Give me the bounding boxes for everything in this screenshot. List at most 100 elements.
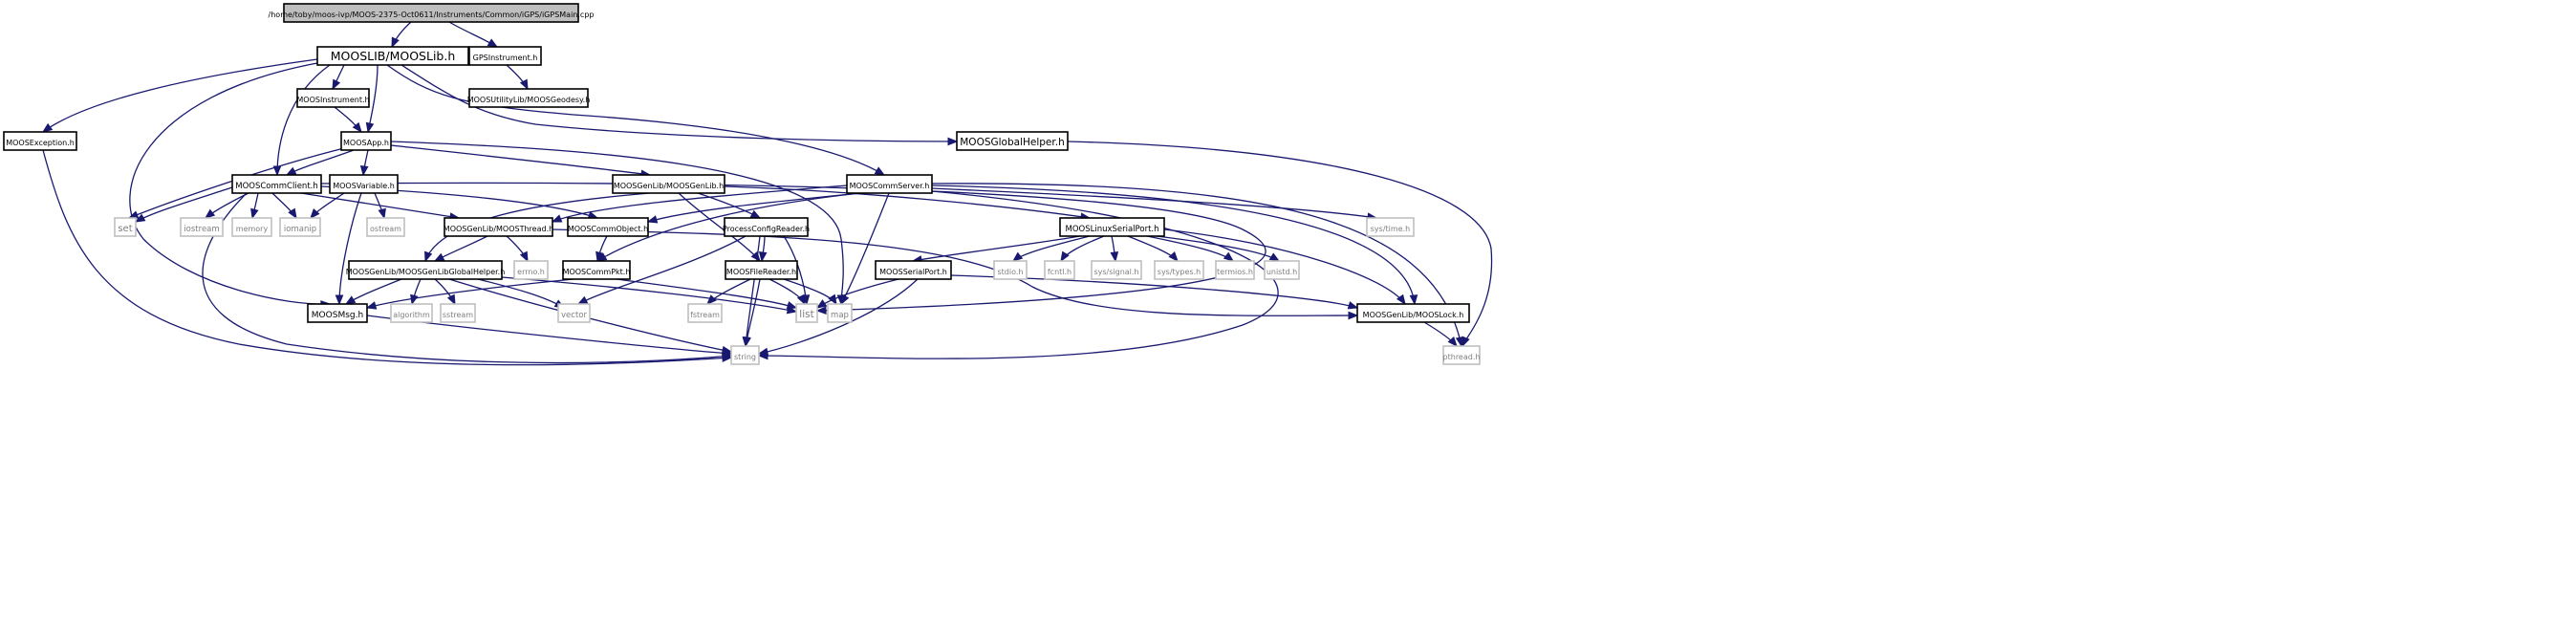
- node-unistd: unistd.h: [1264, 260, 1300, 280]
- node-box-mooscommobject: [567, 217, 649, 237]
- arrowhead-moosthread: [551, 214, 563, 223]
- arrowhead-unistd: [1268, 252, 1281, 262]
- node-box-unistd: [1264, 260, 1300, 280]
- node-moosgenlibglobalhelper[interactable]: MOOSGenLib/MOOSGenLibGlobalHelper.h: [346, 260, 506, 280]
- node-errno: errno.h: [513, 260, 549, 280]
- arrowhead-moosfilereader: [758, 251, 768, 263]
- node-box-iomanip: [279, 217, 321, 237]
- node-label-moosfilereader: MOOSFileReader.h: [726, 268, 796, 276]
- node-moosapp[interactable]: MOOSApp.h: [340, 131, 392, 151]
- node-label-algorithm: algorithm: [393, 311, 430, 319]
- node-moosgenlib[interactable]: MOOSGenLib/MOOSGenLib.h: [612, 174, 725, 194]
- arrowhead-termios: [1223, 251, 1235, 262]
- node-label-iomanip: iomanip: [284, 225, 316, 234]
- node-box-iostream: [180, 217, 224, 237]
- node-box-termios: [1215, 260, 1255, 280]
- arrowhead-gpsinstrument: [487, 38, 499, 48]
- node-box-pthread: [1442, 345, 1481, 365]
- node-label-sstream: sstream: [443, 311, 473, 319]
- arrowhead-processconfigreader: [749, 209, 762, 219]
- node-mooscommobject[interactable]: MOOSCommObject.h: [567, 217, 649, 237]
- node-label-moosgenlibglobalhelper: MOOSGenLib/MOOSGenLibGlobalHelper.h: [346, 268, 506, 276]
- node-moosserialport[interactable]: MOOSSerialPort.h: [875, 260, 952, 280]
- node-box-mooslock: [1356, 303, 1470, 323]
- node-mooscommserver[interactable]: MOOSCommServer.h: [846, 174, 933, 194]
- node-label-moosmsg: MOOSMsg.h: [312, 311, 363, 320]
- node-box-string: [730, 345, 760, 365]
- node-moosthread[interactable]: MOOSGenLib/MOOSThread.h: [444, 217, 553, 237]
- arrowhead-moosvariable: [359, 165, 369, 177]
- node-moosfilereader[interactable]: MOOSFileReader.h: [725, 260, 798, 280]
- node-moosinstrument[interactable]: MOOSInstrument.h: [296, 88, 370, 108]
- node-box-moosapp: [340, 131, 392, 151]
- node-box-moosserialport: [875, 260, 952, 280]
- node-vector: vector: [557, 303, 591, 323]
- node-label-pthread: pthread.h: [1443, 353, 1481, 361]
- edge-moosapp-to-set: [128, 147, 345, 219]
- node-label-map: map: [831, 311, 849, 320]
- node-label-memory: memory: [236, 225, 269, 233]
- arrowhead-moosmsg: [344, 295, 357, 305]
- node-label-root: /home/toby/moos-ivp/MOOS-2375-Oct0611/In…: [269, 11, 595, 19]
- node-root[interactable]: /home/toby/moos-ivp/MOOS-2375-Oct0611/In…: [269, 3, 595, 23]
- node-box-moosgenlibglobalhelper: [348, 260, 503, 280]
- arrowhead-moosgenlibglobalhelper: [424, 250, 433, 263]
- node-box-moosmsg: [307, 303, 368, 323]
- arrowhead-pthread: [1447, 336, 1458, 348]
- edge-mooscommserver-to-mooscommobject: [647, 192, 861, 223]
- edge-mooslinuxserialport-to-moosserialport: [912, 235, 1081, 262]
- node-box-map: [827, 303, 853, 323]
- node-moosgeodesy[interactable]: MOOSUtilityLib/MOOSGeodesy.h: [467, 88, 591, 108]
- node-label-iostream: iostream: [184, 225, 219, 234]
- node-fcntl: fcntl.h: [1044, 260, 1075, 280]
- node-box-memory: [231, 217, 272, 237]
- node-label-list: list: [799, 309, 813, 320]
- node-memory: memory: [231, 217, 272, 237]
- arrowhead-moosgeodesy: [519, 78, 529, 91]
- node-mooslock[interactable]: MOOSGenLib/MOOSLock.h: [1356, 303, 1470, 323]
- node-stdio: stdio.h: [993, 260, 1028, 280]
- node-gpsinstrument[interactable]: GPSInstrument.h: [468, 46, 542, 66]
- edge-mooslib-to-mooscommserver: [386, 64, 885, 176]
- node-label-set: set: [118, 224, 132, 234]
- arrowhead-map: [840, 293, 850, 306]
- node-moosglobalhelper[interactable]: MOOSGlobalHelper.h: [956, 131, 1069, 151]
- arrowhead-memory: [250, 207, 259, 220]
- node-moosmsg[interactable]: MOOSMsg.h: [307, 303, 368, 323]
- arrowhead-fstream: [706, 294, 717, 305]
- edge-moosglobalhelper-to-pthread: [1067, 141, 1493, 347]
- arrowhead-vector: [576, 295, 589, 305]
- node-label-syssignal: sys/signal.h: [1093, 268, 1138, 276]
- node-mooscommclient[interactable]: MOOSCommClient.h: [231, 174, 322, 194]
- edge-moosexception-to-string: [42, 149, 732, 366]
- node-label-ostream: ostream: [370, 225, 401, 233]
- edge-mooslinuxserialport-to-mooslock: [1163, 228, 1406, 305]
- node-label-mooslinuxserialport: MOOSLinuxSerialPort.h: [1065, 225, 1158, 234]
- arrowhead-moosexception: [41, 122, 54, 133]
- node-mooscommpkt[interactable]: MOOSCommPkt.h: [562, 260, 631, 280]
- node-box-moosinstrument: [296, 88, 370, 108]
- arrowhead-string: [722, 354, 733, 362]
- edge-mooslinuxserialport-to-termios: [1146, 235, 1234, 262]
- node-box-algorithm: [390, 303, 433, 323]
- arrowhead-set: [134, 213, 146, 223]
- node-label-moosgeodesy: MOOSUtilityLib/MOOSGeodesy.h: [467, 96, 591, 104]
- edge-mooslib-to-mooscommclient: [276, 64, 331, 176]
- node-moosvariable[interactable]: MOOSVariable.h: [329, 174, 399, 194]
- node-label-fstream: fstream: [690, 311, 720, 319]
- node-map: map: [827, 303, 853, 323]
- node-mooslib[interactable]: MOOSLIB/MOOSLib.h: [316, 46, 469, 66]
- node-label-errno: errno.h: [517, 268, 545, 276]
- arrowhead-string: [757, 347, 769, 357]
- arrowhead-moosinstrument: [332, 78, 341, 91]
- node-processconfigreader[interactable]: ProcessConfigReader.h: [723, 217, 810, 237]
- node-box-root: [283, 3, 579, 23]
- node-box-set: [114, 217, 137, 237]
- edge-mooscommserver-to-mooscommpkt: [596, 192, 861, 262]
- node-mooslinuxserialport[interactable]: MOOSLinuxSerialPort.h: [1059, 217, 1165, 237]
- edge-mooscommpkt-to-moosmsg: [366, 278, 574, 309]
- node-box-mooscommclient: [231, 174, 322, 194]
- node-label-processconfigreader: ProcessConfigReader.h: [723, 225, 810, 233]
- arrowhead-moosglobalhelper: [947, 137, 959, 146]
- node-moosexception[interactable]: MOOSException.h: [3, 131, 77, 151]
